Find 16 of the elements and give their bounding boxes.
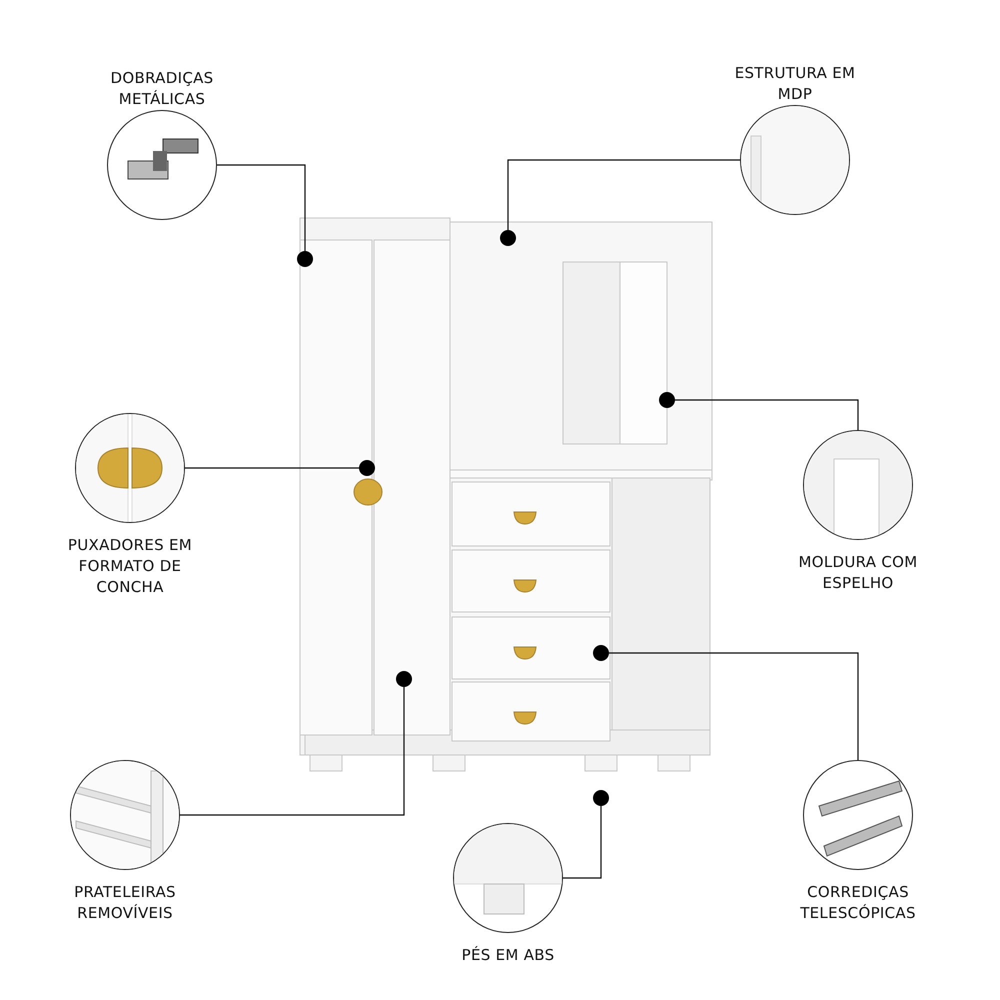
callout-dot	[593, 790, 609, 806]
callout-label: CORREDIÇAS TELESCÓPICAS	[799, 882, 917, 924]
leader-line	[185, 467, 359, 469]
leader-line	[217, 164, 306, 251]
callout-label: PRATELEIRAS REMOVÍVEIS	[73, 882, 177, 924]
callout-label: PUXADORES EM FORMATO DE CONCHA	[66, 535, 194, 598]
callout-label: ESTRUTURA EM MDP	[734, 63, 856, 105]
leader-line	[563, 806, 602, 879]
callout-label: DOBRADIÇAS METÁLICAS	[110, 68, 214, 110]
callout-label: MOLDURA COM ESPELHO	[797, 552, 918, 594]
leader-line	[675, 399, 859, 430]
leader-line	[507, 159, 740, 230]
leader-line	[180, 687, 405, 816]
callout-dot	[297, 251, 313, 267]
callout-label: PÉS EM ABS	[462, 945, 554, 966]
leader-line	[609, 652, 859, 760]
